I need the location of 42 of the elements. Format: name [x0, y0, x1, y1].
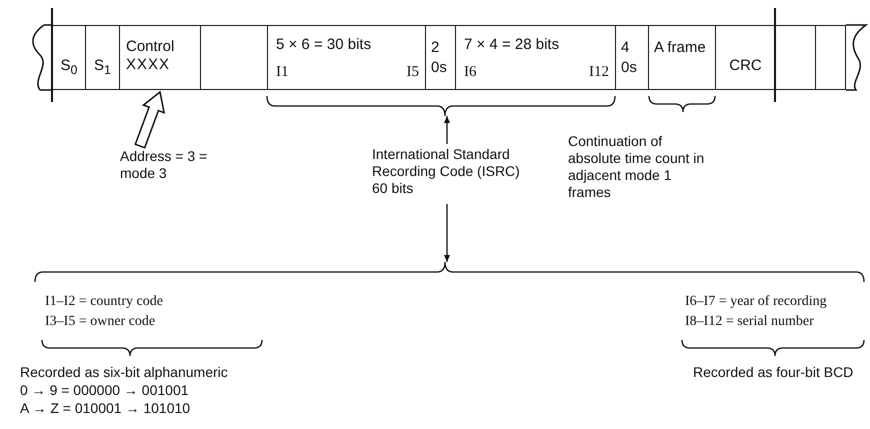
- legend-text: I6–I7 = year of recording: [685, 293, 827, 310]
- arrow: [444, 204, 450, 262]
- arrow: [444, 116, 450, 144]
- legend-text: I3–I5 = owner code: [45, 313, 156, 330]
- field-label: S$_{0}$: [60, 57, 78, 79]
- bit-index: I1: [276, 64, 288, 81]
- empty-field-cell: [200, 25, 268, 90]
- field-label: 4 0s: [621, 38, 638, 78]
- field-cell: [85, 25, 120, 90]
- note-text: 0 → 9 = 000000 → 001001: [20, 382, 189, 399]
- note-text: Recorded as six-bit alphanumeric: [20, 364, 228, 381]
- field-label: S$_{1}$: [93, 57, 112, 79]
- field-value: XXXX: [126, 56, 170, 73]
- field-cell: [455, 25, 616, 90]
- field-label: A frame: [654, 38, 707, 58]
- bit-index: I6: [464, 64, 476, 81]
- empty-field-cell: [815, 25, 846, 90]
- field-label: CRC: [728, 57, 763, 74]
- field-cell: [52, 25, 86, 90]
- field-cell: [715, 25, 776, 90]
- bit-index: I5: [406, 64, 419, 81]
- note-text: Recorded as four-bit BCD: [693, 364, 854, 381]
- field-cell: [425, 25, 456, 90]
- field-label: 2 0s: [431, 38, 448, 78]
- field-label: 7 × 4 = 28 bits: [464, 36, 560, 53]
- legend-text: I8–I12 = serial number: [685, 313, 814, 330]
- annotation-text: Continuation of absolute time count in adjacent mode 1 frames: [568, 133, 706, 201]
- note-text: A → Z = 010001 → 101010: [20, 400, 190, 417]
- annotation-text: International Standard Recording Code (ISRC) 60 bits: [372, 146, 522, 202]
- field-cell: [648, 25, 716, 90]
- field-cell: [119, 25, 201, 90]
- empty-field-cell: [775, 25, 816, 90]
- annotation-text: Address = 3 = mode 3: [120, 148, 212, 188]
- brace: [266, 96, 616, 117]
- field-cell: [615, 25, 649, 90]
- field-label: Control: [126, 38, 174, 55]
- field-cell: [267, 25, 426, 90]
- legend-text: I1–I2 = country code: [45, 293, 163, 310]
- block-arrow: [134, 90, 166, 149]
- bit-index: I12: [589, 64, 609, 81]
- brace: [34, 261, 865, 282]
- field-label: 5 × 6 = 30 bits: [276, 36, 372, 53]
